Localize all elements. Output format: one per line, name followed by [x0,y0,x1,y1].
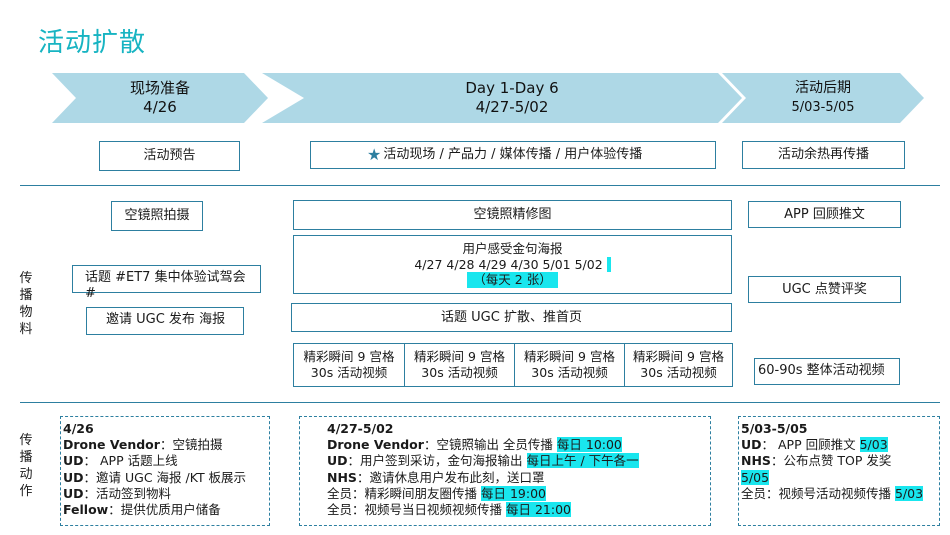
phase-name: 现场准备 [129,79,190,97]
actions-post: 5/03-5/05 UD： APP 回顾推文 5/03 NHS：公布点赞 TOP… [738,416,940,526]
arrow-shape [722,73,924,123]
overview-main-text: 活动现场 / 产品力 / 媒体传播 / 用户体验传播 [383,147,643,162]
arrow-shape [262,73,742,123]
action-item: NHS：邀请休息用户发布此刻，送口罩 [327,469,545,485]
star-icon: ★ [367,145,382,164]
section-label-actions: 传播动作 [19,433,33,499]
phase-name: 活动后期 [795,80,851,96]
overview-post: 活动余热再传播 [742,141,905,169]
arrow-shape [52,73,268,123]
phase-date: 5/03-5/05 [791,100,855,115]
action-item: 全员：视频号当日视频视频传播 每日 21:00 [327,502,571,518]
action-item: Drone Vendor：空镜照输出 全员传播 每日 10:00 [327,437,622,453]
poster-title: 用户感受金句海报 [462,241,563,257]
page-title: 活动扩散 [38,28,147,58]
action-item: UD：邀请 UGC 海报 /KT 板展示 [63,469,247,485]
poster-dates: 4/27 4/28 4/29 4/30 5/01 5/02 [414,256,611,273]
phase-arrow-post: 活动后期 5/03-5/05 [722,73,924,123]
action-item: UD：活动签到物料 [63,485,172,501]
overview-prep: 活动预告 [99,141,240,171]
material-main-topic: 话题 UGC 扩散、推首页 [291,303,732,332]
action-item: Drone Vendor：空镜拍摄 [63,437,223,453]
material-post-3: 60-90s 整体活动视频 [754,358,900,385]
material-prep-3: 邀请 UGC 发布 海报 [86,307,244,335]
material-prep-1: 空镜照拍摄 [111,201,203,231]
action-item: Fellow：提供优质用户储备 [63,502,221,518]
action-item: UD：用户签到采访，金句海报输出 每日上午 / 下午各一 [327,453,639,469]
phase-name: Day 1-Day 6 [465,79,559,97]
action-item: 5/05 [741,469,770,485]
material-post-1: APP 回顾推文 [748,201,901,228]
actions-date: 5/03-5/05 [741,421,808,436]
action-item: 全员：精彩瞬间朋友圈传播 每日 19:00 [327,485,546,501]
action-item: NHS：公布点赞 TOP 发奖 [741,453,892,469]
material-main-edit: 空镜照精修图 [293,200,732,230]
divider-bottom [20,402,940,403]
material-post-2: UGC 点赞评奖 [748,276,901,303]
material-prep-2: 话题 #ET7 集中体验试驾会 # [72,265,261,301]
divider-top [20,185,940,186]
actions-prep: 4/26 Drone Vendor：空镜拍摄 UD： APP 话题上线 UD：邀… [60,416,270,526]
actions-main: 4/27-5/02 Drone Vendor：空镜照输出 全员传播 每日 10:… [299,416,711,526]
actions-date: 4/26 [63,421,94,436]
action-item: 全员：视频号活动视频传播 5/03 [741,485,924,501]
actions-date: 4/27-5/02 [327,421,394,436]
action-item: UD： APP 话题上线 [63,453,178,469]
phase-date: 4/27-5/02 [475,98,549,116]
phase-date: 4/26 [143,98,177,116]
material-main-poster: 用户感受金句海报 4/27 4/28 4/29 4/30 5/01 5/02 （… [293,235,732,294]
overview-main: ★活动现场 / 产品力 / 媒体传播 / 用户体验传播 [310,141,716,169]
section-label-materials: 传播物料 [19,271,33,337]
action-item: UD： APP 回顾推文 5/03 [741,437,888,453]
poster-note: （每天 2 张） [467,272,558,288]
